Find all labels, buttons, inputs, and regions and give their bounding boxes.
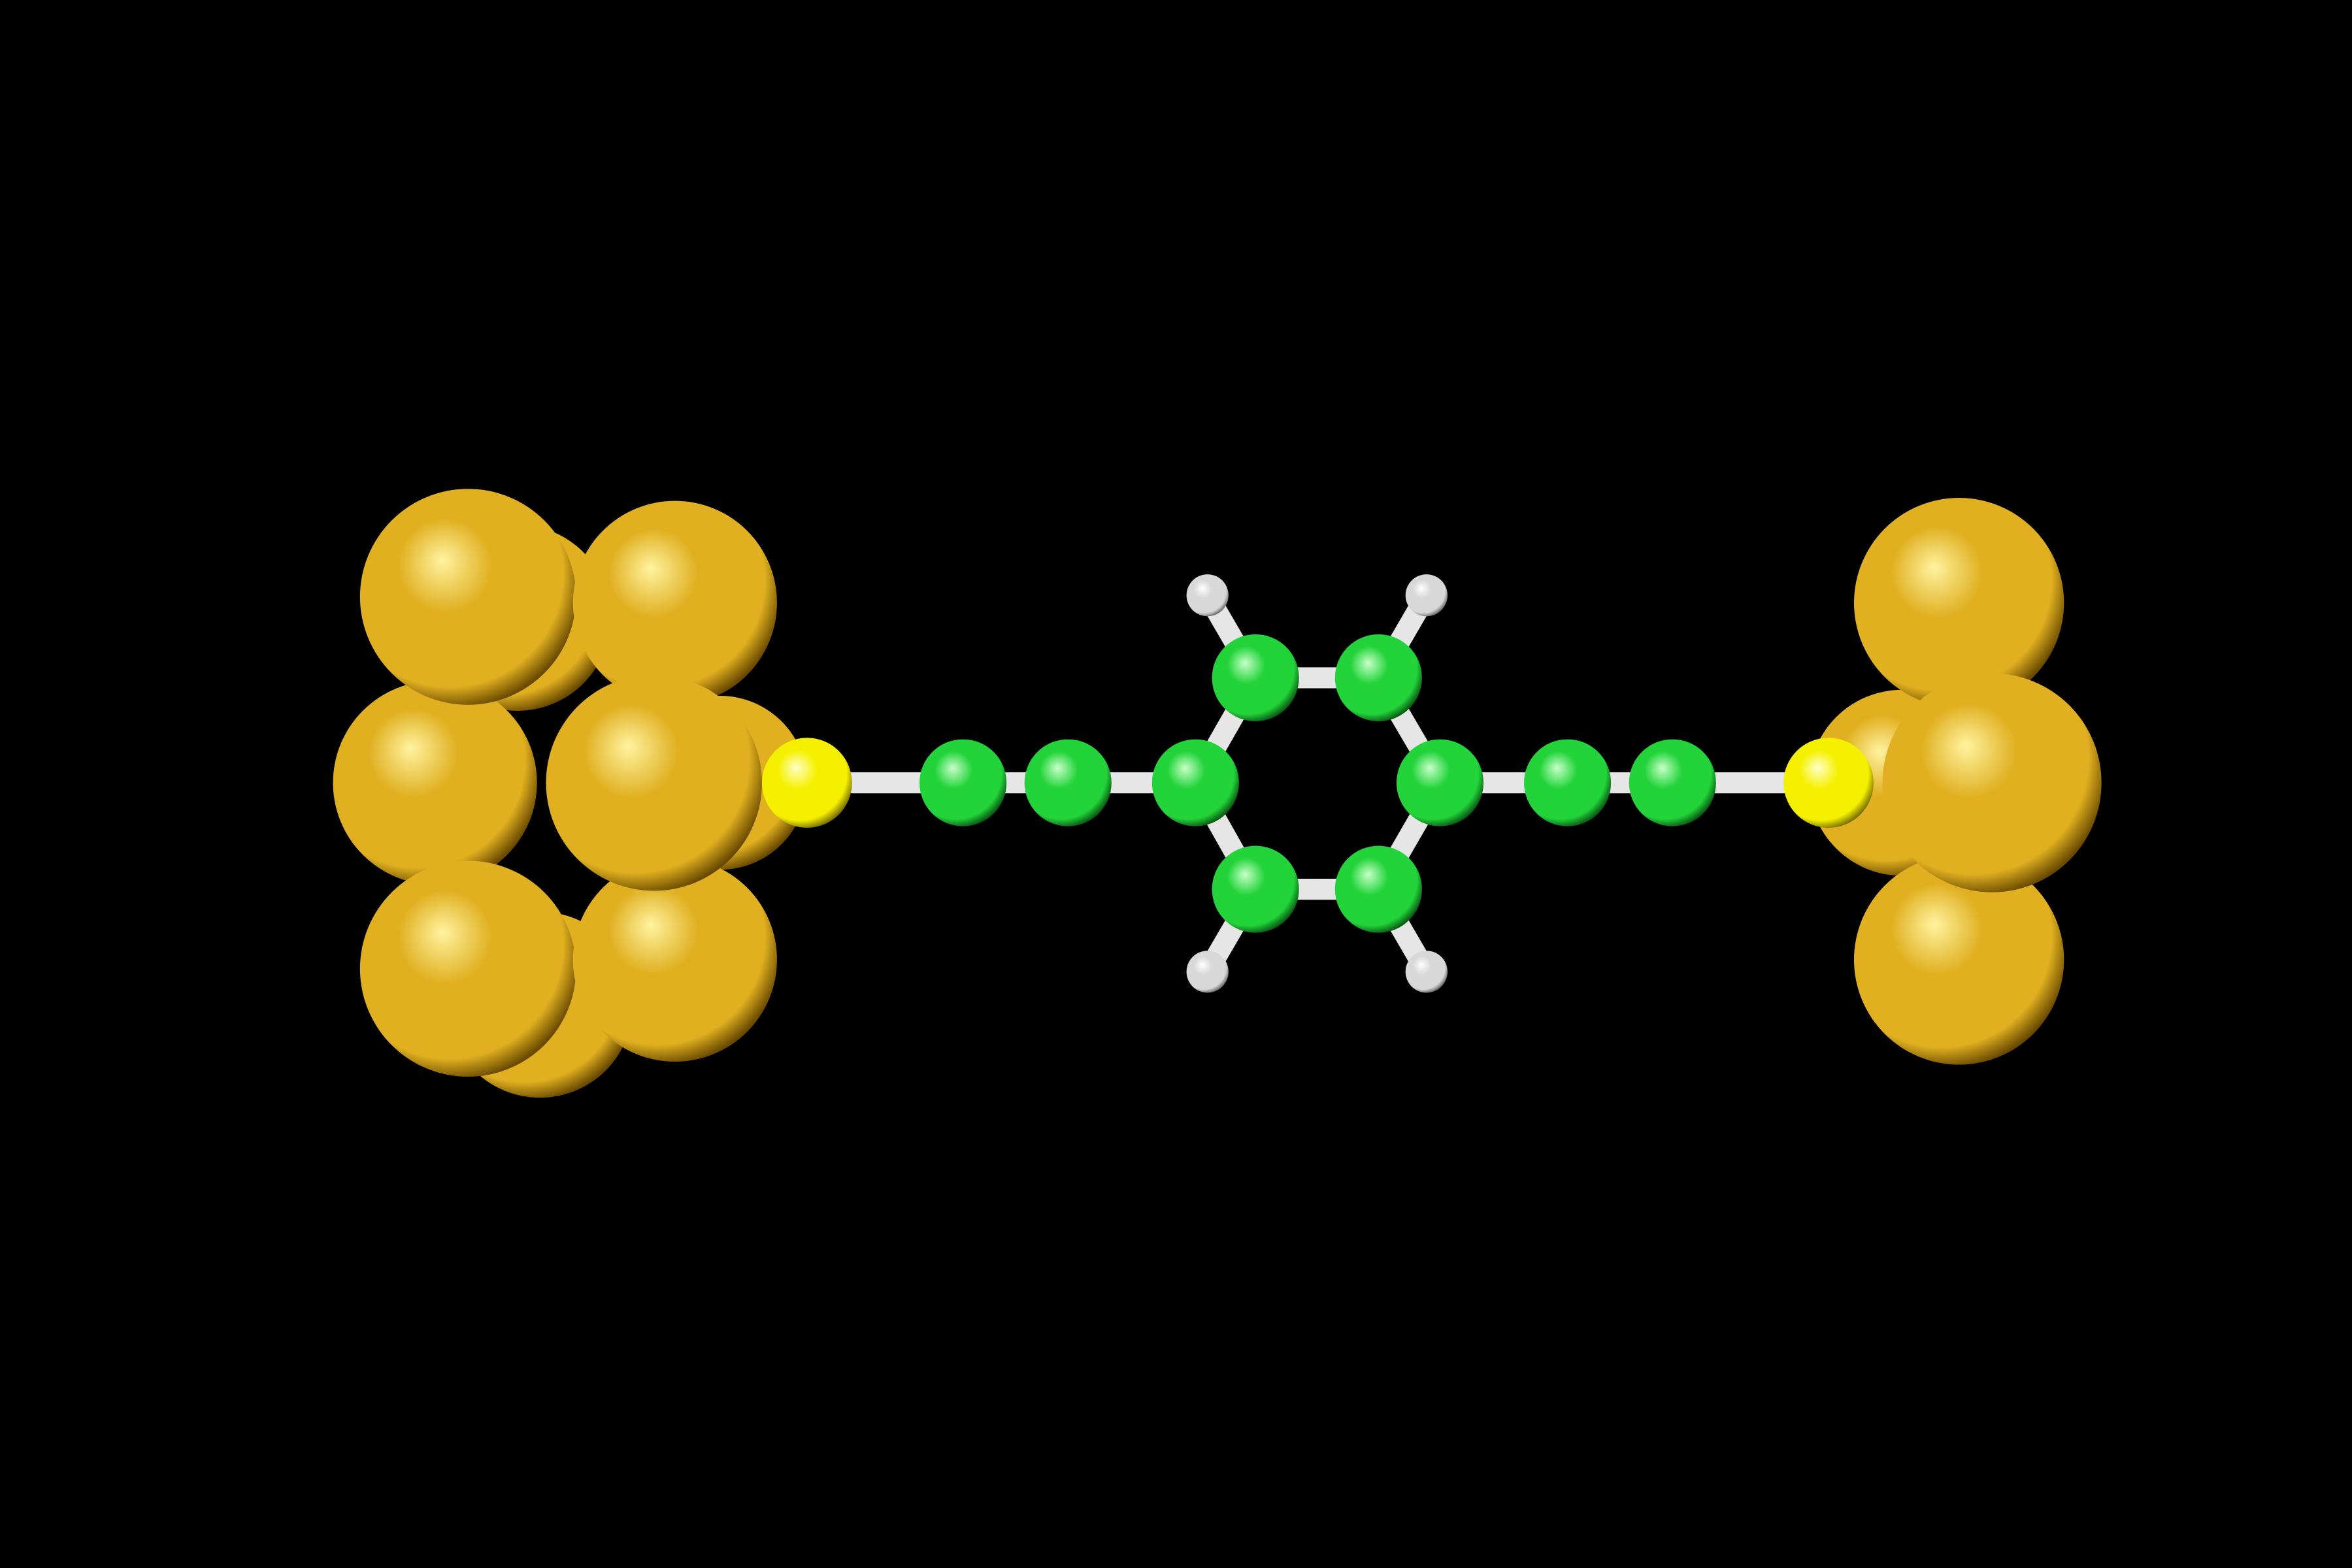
gold-atom <box>572 500 777 705</box>
hydrogen-atom <box>1405 951 1448 993</box>
carbon-atom <box>1524 739 1612 826</box>
hydrogen-atom <box>1186 574 1229 617</box>
gold-atom <box>1882 673 2102 892</box>
gold-atom <box>572 857 777 1062</box>
gold-atom <box>546 674 763 891</box>
carbon-atom <box>1212 634 1299 722</box>
carbon-atom <box>1396 739 1484 826</box>
carbon-atom <box>1629 739 1716 826</box>
carbon-atom <box>1334 634 1422 722</box>
gold-atom <box>1853 498 2064 708</box>
molecule-atoms <box>762 574 1874 993</box>
gold-atom <box>359 860 576 1077</box>
carbon-atom <box>1151 739 1239 826</box>
left-gold-electrode <box>333 489 807 1098</box>
sulfur-atom <box>1783 738 1874 828</box>
gold-atom <box>359 489 576 705</box>
sulfur-atom <box>762 738 852 828</box>
hydrogen-atom <box>1405 574 1448 617</box>
hydrogen-atom <box>1186 951 1229 993</box>
right-gold-electrode <box>1809 498 2102 1065</box>
carbon-atom <box>1212 845 1299 933</box>
carbon-atom <box>1024 739 1112 826</box>
gold-atom <box>1853 855 2064 1065</box>
gold-atom <box>333 681 537 885</box>
carbon-atom <box>1334 845 1422 933</box>
carbon-atom <box>919 739 1007 826</box>
